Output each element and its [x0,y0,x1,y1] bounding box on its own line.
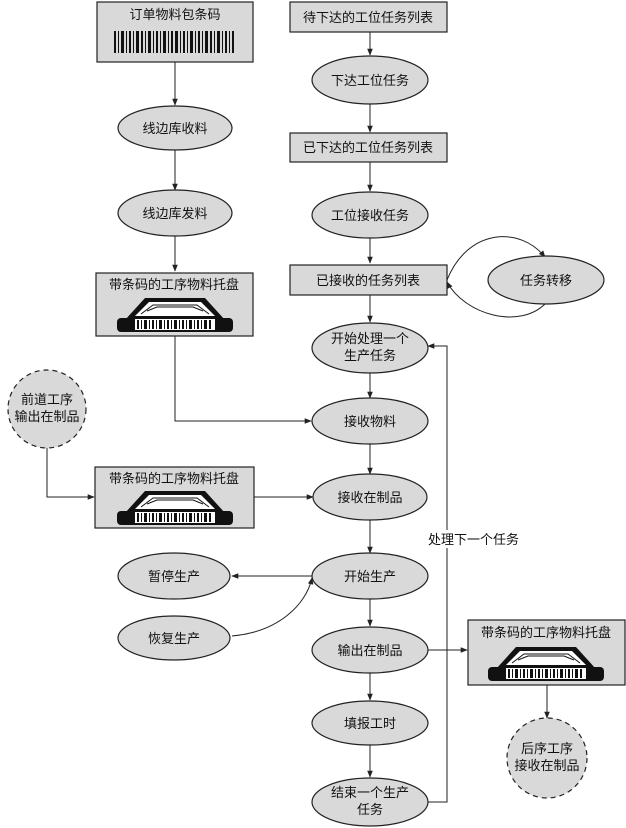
edge-resume-to-start-prod [231,577,314,637]
resume-label: 恢复生产 [148,632,200,647]
receive-material-node: 接收物料 [311,397,429,445]
line-receive-label: 线边库收料 [142,121,207,137]
prev-process-label-1: 前道工序 [21,392,73,408]
issued-list-label: 已下达的工位任务列表 [303,140,433,156]
next-process-node: 后序工序 接收在制品 [506,717,588,799]
issue-task-label: 下达工位任务 [331,73,409,89]
start-task-label-2: 生产任务 [344,348,396,364]
loop-label: 处理下一个任务 [428,532,519,548]
tray-top-box: 带条码的工序物料托盘 [95,272,254,337]
start-task-node: 开始处理一个 生产任务 [311,322,429,374]
edge-prev-to-tray-mid [46,447,95,500]
tray-mid-label: 带条码的工序物料托盘 [109,471,239,487]
line-issue-label: 线边库发料 [142,206,207,222]
issued-list-box: 已下达的工位任务列表 [289,132,448,163]
start-prod-label: 开始生产 [344,570,396,585]
accepted-list-label: 已接收的任务列表 [316,273,420,289]
accepted-list-box: 已接收的任务列表 [289,264,448,296]
issue-task-node: 下达工位任务 [311,55,429,105]
line-receive-node: 线边库收料 [117,105,233,151]
edge-tray-to-receive-material [174,336,312,424]
receive-material-label: 接收物料 [344,414,396,430]
tray-right-label: 带条码的工序物料托盘 [481,625,611,641]
output-wip-label: 输出在制品 [337,643,402,659]
next-process-label-1: 后序工序 [521,742,573,757]
edge-transfer-to-accepted [446,281,547,318]
end-task-node: 结束一个生产 任务 [311,777,429,827]
order-barcode-box: 订单物料包条码 [96,1,254,63]
output-wip-node: 输出在制品 [311,626,429,674]
end-task-label-2: 任务 [357,802,383,818]
end-task-label-1: 结束一个生产 [331,786,409,801]
tray-mid-box: 带条码的工序物料托盘 [94,466,255,529]
loop-label-bg [424,530,518,548]
report-time-node: 填报工时 [311,700,429,746]
resume-node: 恢复生产 [117,615,231,661]
accept-task-node: 工位接收任务 [311,191,429,239]
barcode-icon [114,31,234,53]
line-issue-node: 线边库发料 [117,189,233,237]
edge-end-loop-to-start [427,343,448,803]
order-barcode-label: 订单物料包条码 [129,7,220,23]
receive-wip-node: 接收在制品 [312,473,428,521]
transfer-label: 任务转移 [520,273,572,289]
report-time-label: 填报工时 [344,717,396,732]
transfer-node: 任务转移 [487,255,605,305]
pause-node: 暂停生产 [117,552,231,600]
tray-top-label: 带条码的工序物料托盘 [109,277,239,293]
accept-task-label: 工位接收任务 [331,208,409,224]
pending-list-box: 待下达的工位任务列表 [289,1,448,33]
edges: 处理下一个任务 [46,32,550,803]
prev-process-node: 前道工序 输出在制品 [7,369,87,449]
pause-label: 暂停生产 [148,569,200,585]
next-process-label-2: 接收在制品 [514,758,579,774]
edge-accepted-to-transfer [446,236,546,281]
prev-process-label-2: 输出在制品 [14,409,79,425]
start-prod-node: 开始生产 [311,552,429,600]
pending-list-label: 待下达的工位任务列表 [303,10,433,26]
start-task-label-1: 开始处理一个 [331,332,409,347]
tray-right-box: 带条码的工序物料托盘 [467,619,626,686]
receive-wip-label: 接收在制品 [337,490,402,506]
